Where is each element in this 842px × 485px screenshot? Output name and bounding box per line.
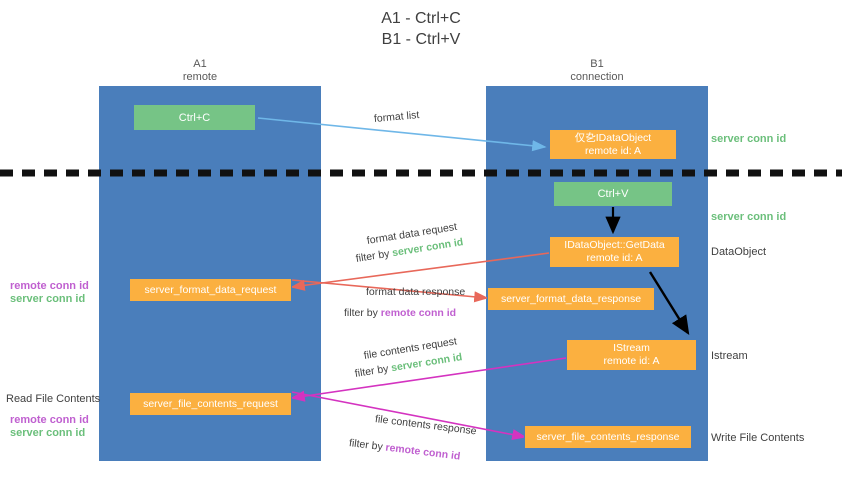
annotation-format-data-request-filter-prefix: filter by [354,247,391,265]
box-istream[interactable]: IStream remote id: A [566,339,697,371]
box-idataobject-getdata-line2: remote id: A [586,252,643,264]
annotation-file-contents-response-filter: filter by remote conn id [348,436,461,465]
lane-header-b1: B1 connection [537,58,657,84]
box-server-format-data-request[interactable]: server_format_data_request [129,278,292,302]
box-server-file-contents-response[interactable]: server_file_contents_response [524,425,692,449]
annotation-file-contents-response: file contents response [374,412,477,439]
left-label-server-conn-id-2: server conn id [10,427,86,439]
lane-b1-title: B1 [590,58,604,70]
annotation-format-data-response-filter-prefix: filter by [344,307,378,319]
title-line-2: B1 - Ctrl+V [381,31,461,48]
box-istream-line1: IStream [613,342,650,354]
left-label-server-conn-id-1: server conn id [10,293,86,305]
box-server-format-data-response-label: server_format_data_response [500,292,642,305]
page-title: A1 - Ctrl+C B1 - Ctrl+V [0,8,842,50]
right-label-server-conn-id-top: server conn id [711,133,787,145]
right-label-server-conn-id-mid: server conn id [711,211,787,223]
annotation-format-data-response: format data response [366,285,465,300]
title-line-1: A1 - Ctrl+C [381,10,461,27]
annotation-file-contents-response-filter-prefix: filter by [348,437,384,454]
box-ctrl-c-label: Ctrl+C [178,111,211,124]
lane-a1-subtitle: remote [182,71,218,83]
box-server-format-data-response[interactable]: server_format_data_response [487,287,655,311]
box-idataobject-top-line2: remote id: A [584,144,642,157]
annotation-file-contents-request-filter-prefix: filter by [353,362,390,380]
box-idataobject-getdata-line1: IDataObject::GetData [564,239,665,251]
box-ctrl-v-label: Ctrl+V [597,188,629,200]
lane-header-a1: A1 remote [140,58,260,84]
annotation-format-data-response-text: format data response [366,286,466,298]
box-ctrl-v[interactable]: Ctrl+V [553,181,673,207]
annotation-file-contents-response-filter-value: remote conn id [384,441,461,463]
right-label-write-file-contents: Write File Contents [711,432,805,444]
lane-b1-subtitle: connection [570,71,624,83]
box-idataobject-top-line1: 仅㐇IDataObject [574,131,652,144]
box-server-file-contents-request[interactable]: server_file_contents_request [129,392,292,416]
right-label-dataobject: DataObject [711,246,767,258]
left-label-remote-conn-id-2: remote conn id [10,414,89,426]
left-label-read-file-contents: Read File Contents [6,393,101,405]
annotation-file-contents-response-text: file contents response [374,413,478,438]
box-server-file-contents-request-label: server_file_contents_request [143,397,278,410]
box-idataobject-getdata[interactable]: IDataObject::GetData remote id: A [549,236,680,268]
box-server-format-data-request-label: server_format_data_request [144,283,277,296]
annotation-format-data-response-filter: filter by remote conn id [344,306,456,321]
annotation-format-data-response-filter-value: remote conn id [380,307,457,319]
annotation-format-list: format list [373,108,420,127]
left-label-remote-conn-id-1: remote conn id [10,280,89,292]
box-ctrl-c[interactable]: Ctrl+C [133,104,256,131]
lane-a1-title: A1 [193,58,207,70]
box-server-file-contents-response-label: server_file_contents_response [536,430,680,443]
right-label-istream: Istream [711,350,748,362]
box-istream-line2: remote id: A [603,355,660,367]
box-idataobject-top[interactable]: 仅㐇IDataObject remote id: A [549,129,677,160]
annotation-format-list-text: format list [373,109,420,125]
